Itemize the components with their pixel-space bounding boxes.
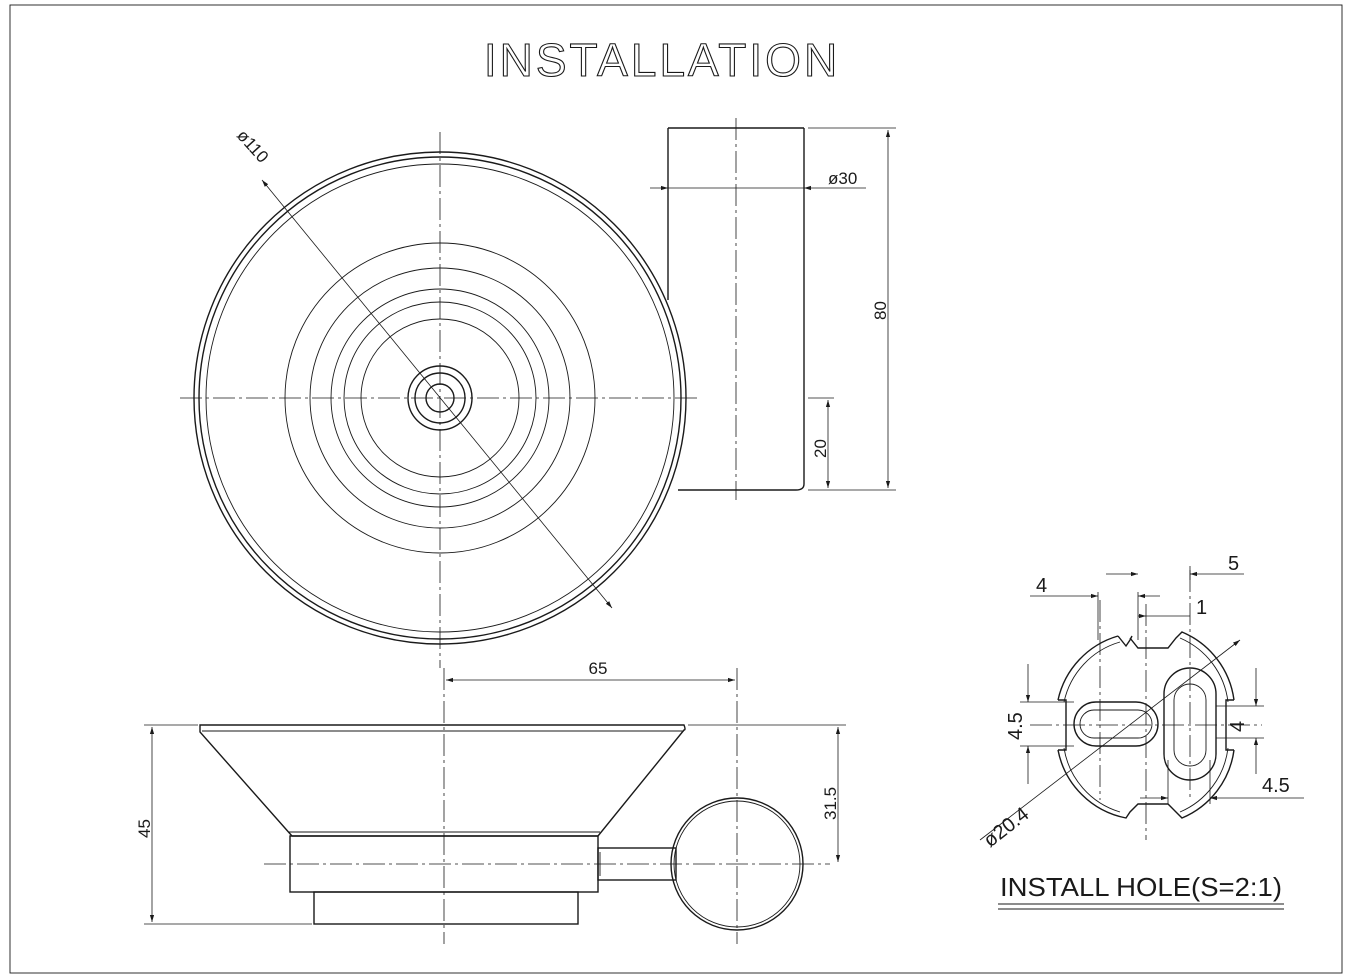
drawing-border [9, 4, 1343, 974]
dim-total-height-45: 45 [135, 819, 154, 838]
dim-hole-1: 1 [1196, 597, 1207, 619]
dim-holder-height-31-5: 31.5 [821, 787, 840, 820]
dim-hole-4-right: 4 [1227, 721, 1249, 732]
dim-height-80: 80 [871, 301, 890, 320]
dim-width-65: 65 [589, 659, 608, 678]
install-hole-detail: ø20.4 4 5 1 4.5 4 4.5 INS [980, 553, 1304, 910]
dim-hole-4-5-left: 4.5 [1005, 712, 1027, 740]
dim-hole-5: 5 [1228, 553, 1239, 575]
dim-diameter-30: ø30 [828, 169, 857, 188]
dim-hole-4-top: 4 [1036, 575, 1047, 597]
install-hole-caption: INSTALL HOLE(S=2:1) [1000, 872, 1282, 902]
dim-hole-4-5-bottom: 4.5 [1262, 775, 1290, 797]
dim-diameter-110: ø110 [233, 126, 272, 167]
dim-hole-diameter-20-4: ø20.4 [980, 803, 1034, 852]
dim-offset-20: 20 [811, 439, 830, 458]
drawing-title: INSTALLATION [484, 34, 840, 86]
side-view: 65 45 31.5 [135, 659, 846, 944]
top-view: ø110 ø30 80 20 [180, 118, 896, 668]
